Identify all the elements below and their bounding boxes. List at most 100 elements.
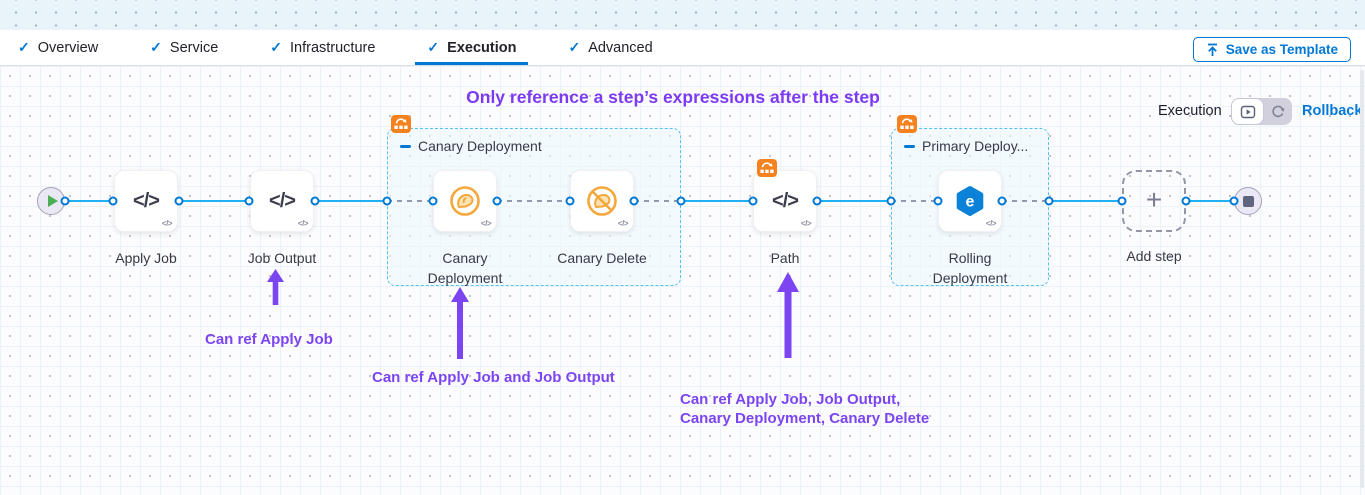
check-icon: ✓ bbox=[568, 39, 581, 55]
connector-dot bbox=[1044, 196, 1054, 206]
connector-dot bbox=[748, 196, 758, 206]
step-label-add-step: Add step bbox=[1126, 248, 1182, 264]
canary-delete-icon bbox=[587, 186, 617, 216]
group-title: Primary Deploy... bbox=[922, 138, 1029, 154]
connector-dot bbox=[812, 196, 822, 206]
code-icon: </> bbox=[133, 189, 160, 212]
canary-deployment-icon bbox=[450, 186, 480, 216]
tab-service[interactable]: ✓ Service bbox=[148, 39, 220, 56]
save-as-template-label: Save as Template bbox=[1225, 42, 1338, 57]
link-line bbox=[65, 200, 113, 202]
link-line-dashed bbox=[891, 200, 938, 202]
step-label-canary-deployment: Canary Deployment bbox=[427, 250, 503, 286]
link-line-dashed bbox=[1002, 200, 1049, 202]
check-icon: ✓ bbox=[150, 39, 162, 55]
connector-dot bbox=[428, 196, 438, 206]
link-line bbox=[1049, 200, 1122, 202]
connector-dot bbox=[629, 196, 639, 206]
connector-dot bbox=[382, 196, 392, 206]
link-line-dashed bbox=[387, 200, 433, 202]
tab-advanced[interactable]: ✓ Advanced bbox=[566, 39, 654, 56]
connector-dot bbox=[676, 196, 686, 206]
canvas-top-strip bbox=[0, 0, 1365, 30]
step-label-apply-job: Apply Job bbox=[115, 250, 177, 266]
save-as-template-button[interactable]: Save as Template bbox=[1192, 37, 1351, 62]
step-canary-deployment[interactable]: </> bbox=[433, 170, 497, 232]
annotation-banner: Only reference a step’s expressions afte… bbox=[466, 87, 880, 107]
mini-code-icon: </> bbox=[480, 219, 492, 228]
step-label-job-output: Job Output bbox=[247, 250, 317, 266]
annotation-arrow-path bbox=[777, 272, 799, 358]
mini-code-icon: </> bbox=[985, 219, 997, 228]
connector-dot bbox=[565, 196, 575, 206]
stage-tab-bar: ✓ Overview ✓ Service ✓ Infrastructure ✓ … bbox=[0, 30, 1365, 66]
mini-code-icon: </> bbox=[297, 219, 309, 228]
collapse-group-icon[interactable] bbox=[904, 144, 915, 148]
execution-rollback-toggle[interactable] bbox=[1231, 98, 1292, 125]
group-header: Canary Deployment bbox=[400, 138, 542, 154]
link-line-dashed bbox=[634, 200, 681, 202]
step-label-rolling-deployment: Rolling Deployment bbox=[932, 250, 1008, 286]
connector-dot bbox=[933, 196, 943, 206]
annotation-arrow-canary bbox=[451, 287, 469, 359]
execution-icon bbox=[1240, 105, 1255, 118]
step-apply-job[interactable]: </> </> bbox=[114, 170, 178, 232]
annotation-ref2: Can ref Apply Job and Job Output bbox=[372, 369, 615, 386]
add-step-button[interactable]: + bbox=[1122, 170, 1186, 232]
step-label-path: Path bbox=[770, 250, 800, 266]
upload-icon bbox=[1207, 43, 1217, 56]
link-line bbox=[1186, 200, 1234, 202]
check-icon: ✓ bbox=[18, 39, 30, 55]
tab-label: Infrastructure bbox=[290, 39, 376, 56]
mini-code-icon: </> bbox=[617, 219, 629, 228]
connector-dot bbox=[1229, 196, 1239, 206]
connector-dot bbox=[244, 196, 254, 206]
link-line bbox=[315, 200, 387, 202]
connector-dot bbox=[108, 196, 118, 206]
rollback-steps-badge-icon[interactable] bbox=[757, 159, 777, 177]
step-canary-delete[interactable]: </> bbox=[570, 170, 634, 232]
rollback-steps-badge-icon[interactable] bbox=[391, 115, 411, 133]
connector-dot bbox=[1181, 196, 1191, 206]
tab-execution[interactable]: ✓ Execution bbox=[415, 39, 529, 65]
pipeline-canvas[interactable]: Only reference a step’s expressions afte… bbox=[0, 66, 1365, 495]
vertical-scrollbar[interactable] bbox=[1360, 70, 1364, 488]
step-job-output[interactable]: </> </> bbox=[250, 170, 314, 232]
connector-dot bbox=[997, 196, 1007, 206]
play-icon bbox=[47, 195, 58, 207]
svg-text:e: e bbox=[966, 194, 975, 211]
rollback-steps-badge-icon[interactable] bbox=[897, 115, 917, 133]
rolling-deployment-icon: e bbox=[956, 186, 984, 216]
annotation-ref3-line1: Can ref Apply Job, Job Output, bbox=[680, 391, 901, 408]
link-line bbox=[817, 200, 891, 202]
step-label-canary-delete: Canary Delete bbox=[557, 250, 647, 266]
rollback-link[interactable]: Rollback bbox=[1302, 103, 1363, 119]
group-header: Primary Deploy... bbox=[904, 138, 1028, 154]
annotation-ref3: Can ref Apply Job, Job Output, Canary De… bbox=[680, 390, 929, 428]
tab-label: Service bbox=[169, 39, 219, 56]
stop-icon bbox=[1242, 195, 1254, 207]
tab-label: Advanced bbox=[588, 39, 653, 56]
connector-dot bbox=[60, 196, 70, 206]
connector-dot bbox=[310, 196, 320, 206]
tab-overview[interactable]: ✓ Overview bbox=[16, 39, 100, 56]
link-line bbox=[179, 200, 249, 202]
rollback-icon bbox=[1272, 105, 1285, 117]
connector-dot bbox=[174, 196, 184, 206]
collapse-group-icon[interactable] bbox=[400, 144, 411, 148]
pipeline-end-node bbox=[1234, 187, 1262, 215]
tab-label: Overview bbox=[37, 39, 99, 56]
rollback-toggle-segment[interactable] bbox=[1264, 98, 1292, 125]
code-icon: </> bbox=[269, 189, 296, 212]
check-icon: ✓ bbox=[427, 39, 440, 55]
mini-code-icon: </> bbox=[161, 219, 173, 228]
step-rolling-deployment[interactable]: e </> bbox=[938, 170, 1002, 232]
tab-infrastructure[interactable]: ✓ Infrastructure bbox=[268, 39, 377, 56]
annotation-ref1: Can ref Apply Job bbox=[205, 331, 333, 348]
link-line-dashed bbox=[497, 200, 570, 202]
link-line bbox=[681, 200, 753, 202]
execution-toggle-segment[interactable] bbox=[1231, 98, 1264, 125]
step-path[interactable]: </> </> bbox=[753, 170, 817, 232]
code-icon: </> bbox=[772, 189, 799, 212]
connector-dot bbox=[1117, 196, 1127, 206]
